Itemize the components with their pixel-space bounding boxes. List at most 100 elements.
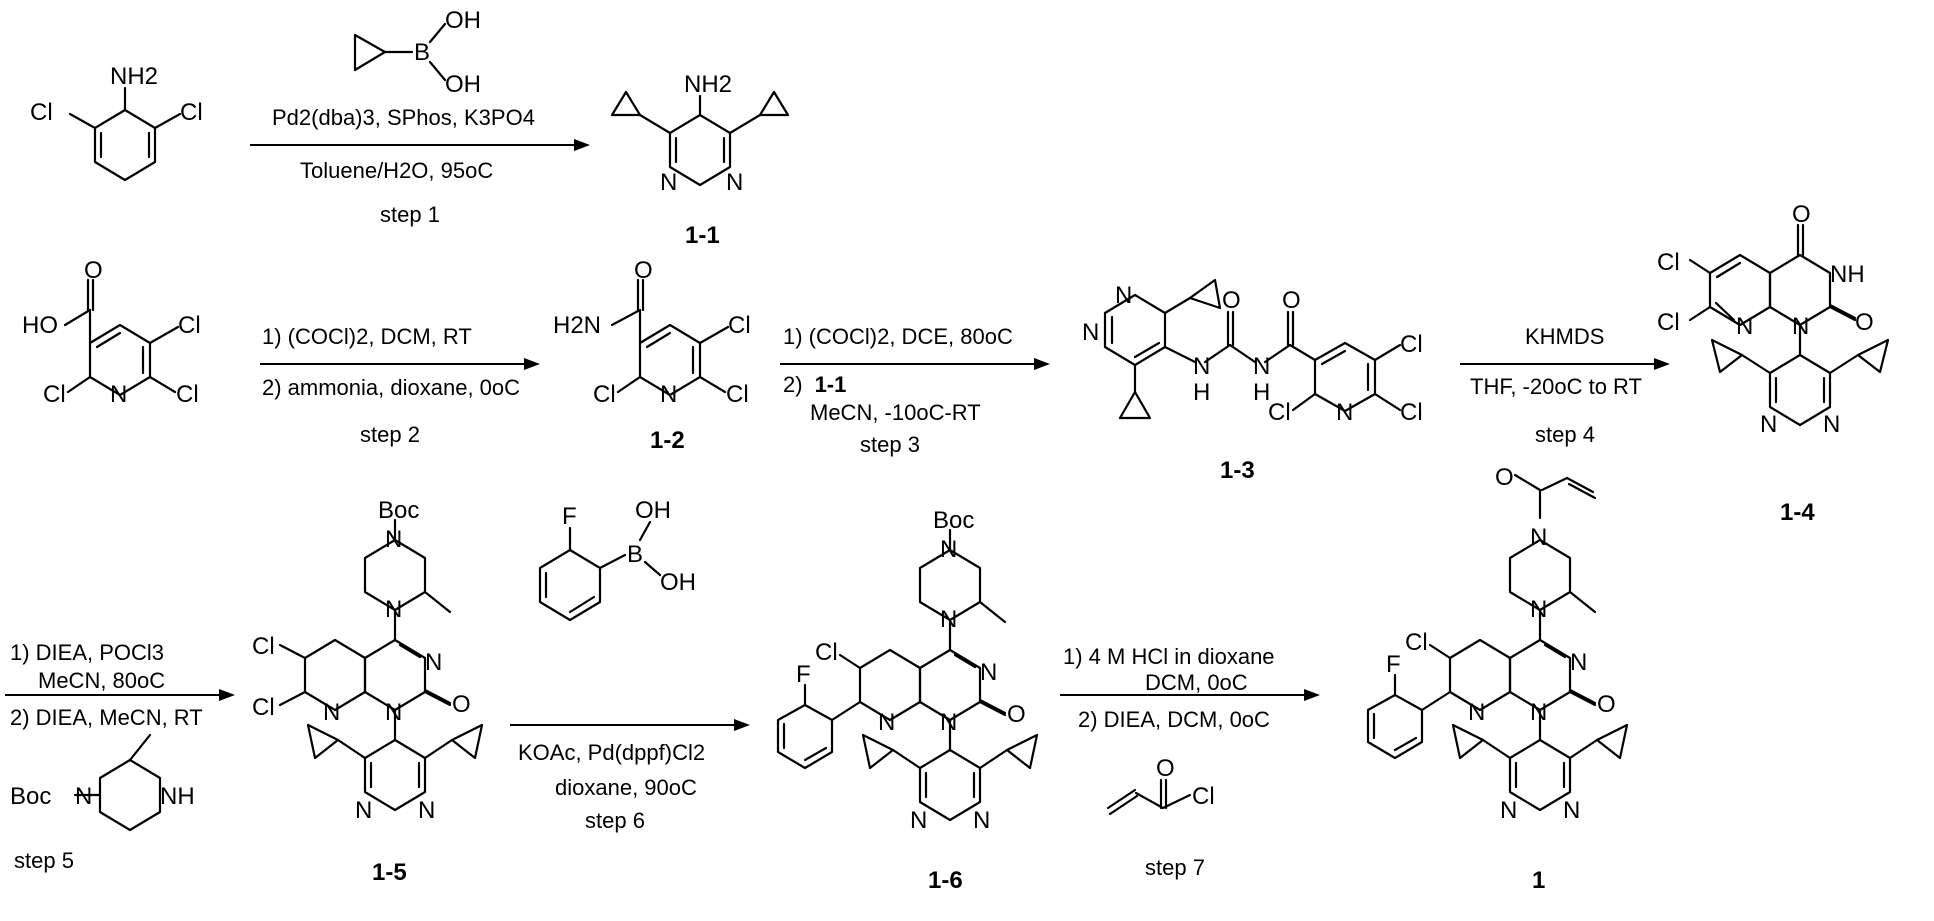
boron-label: B [414,39,430,66]
compound-label-1-6: 1-6 [928,867,963,894]
nitrogen-label: N [910,807,927,834]
hydroxy-label: OH [445,7,481,34]
chloro-label: Cl [726,381,749,408]
fluoro-label: F [1386,651,1401,678]
oxygen-label: O [634,257,653,284]
compound-1-6-structure: Boc N N Cl F N N N O N N [778,507,1037,834]
nitrogen-label: N [1336,399,1353,426]
fluoro-label: F [796,661,811,688]
nitrogen-label: N [355,797,372,824]
nitrogen-label: N [940,536,957,563]
boc-label: Boc [378,497,419,524]
acryloyl-chloride-reagent: O Cl [1108,755,1215,814]
nitrogen-label: N [323,699,340,726]
oxygen-label: O [1007,701,1026,728]
boc-label: Boc [10,783,51,810]
nitrogen-label: N [1530,699,1547,726]
nitrogen-label: N [878,709,895,736]
step4-line2: THF, -20oC to RT [1470,374,1642,399]
nitrogen-label: N [1253,353,1270,380]
boc-label: Boc [933,507,974,534]
cyclopropylboronic-acid: B OH OH [355,7,481,98]
oxygen-label: O [1156,755,1175,782]
boron-label: B [627,541,643,568]
compound-label-1-1: 1-1 [685,222,720,249]
step3-arrow: 1) (COCl)2, DCE, 80oC 2)1-1 MeCN, -10oC-… [780,324,1050,457]
fluoro-label: F [562,503,577,530]
nitrogen-label: N [726,169,743,196]
oxygen-label: O [1855,309,1874,336]
nitrogen-label: N [660,169,677,196]
chloro-label: Cl [1657,309,1680,336]
step5-line3: 2) DIEA, MeCN, RT [10,705,203,730]
step4-arrow: KHMDS THF, -20oC to RT step 4 [1460,324,1670,447]
compound-1-3-structure: N N N H N H O O Cl Cl Cl N [1082,280,1423,426]
hydroxy-label: HO [22,312,58,339]
step6-line2: dioxane, 90oC [555,775,697,800]
step6-line1: KOAc, Pd(dppf)Cl2 [518,740,705,765]
step3-line1: 1) (COCl)2, DCE, 80oC [783,324,1013,349]
chloro-label: Cl [178,312,201,339]
step3-line2: 2)1-1 [783,372,846,397]
chloro-label: Cl [176,381,199,408]
step2-label: step 2 [360,422,420,447]
compound-1-1-structure: NH2 N N [612,71,788,196]
chloro-label: Cl [1400,399,1423,426]
nitrogen-label: N [1193,353,1210,380]
amino-label: H2N [553,312,601,339]
compound-label-1-5: 1-5 [372,859,407,886]
nitrogen-label: N [1563,797,1580,824]
hydrogen-label: H [1193,379,1210,406]
nitrogen-label: N [973,807,990,834]
nitrogen-label: N [1082,319,1099,346]
oxygen-label: O [1792,201,1811,228]
step7-line1: 1) 4 M HCl in dioxane [1063,644,1275,669]
step2-arrow: 1) (COCl)2, DCM, RT 2) ammonia, dioxane,… [260,324,540,447]
hydroxy-label: OH [445,71,481,98]
nitrogen-label: N [425,649,442,676]
nitrogen-label: N [1530,596,1547,623]
nitrogen-label: N [1760,411,1777,438]
chloro-label: Cl [252,633,275,660]
chloro-label: Cl [593,381,616,408]
step5-arrow: 1) DIEA, POCl3 MeCN, 80oC 2) DIEA, MeCN,… [5,640,235,873]
nitrogen-label: N [660,381,677,408]
step7-line2: DCM, 0oC [1145,670,1248,695]
compound-label-1-2: 1-2 [650,427,685,454]
nh-label: NH [1830,261,1865,288]
step7-label: step 7 [1145,855,1205,880]
nitrogen-label: N [385,596,402,623]
step5-line1: 1) DIEA, POCl3 [10,640,164,665]
nitrogen-label: N [940,606,957,633]
chloro-label: Cl [180,99,203,126]
step3-label: step 3 [860,432,920,457]
step7-line3: 2) DIEA, DCM, 0oC [1078,707,1270,732]
step2-line1: 1) (COCl)2, DCM, RT [262,324,472,349]
chloro-label: Cl [252,694,275,721]
chloro-label: Cl [1657,249,1680,276]
chloro-label: Cl [1405,629,1428,656]
nitrogen-label: N [1792,313,1809,340]
starting-material-aminodichloropyrimidine: NH2 Cl Cl [30,63,203,180]
step4-label: step 4 [1535,422,1595,447]
chloro-label: Cl [815,639,838,666]
chloro-label: Cl [1400,331,1423,358]
nitrogen-label: N [1736,313,1753,340]
oxygen-label: O [1222,287,1241,314]
compound-label-1-3: 1-3 [1220,457,1255,484]
hydroxy-label: OH [635,497,671,524]
nitrogen-label: N [1530,524,1547,551]
nitrogen-label: N [940,709,957,736]
chloro-label: Cl [728,312,751,339]
nitrogen-label: N [418,797,435,824]
oxygen-label: O [84,257,103,284]
nitrogen-label: N [1115,282,1132,309]
step3-line3: MeCN, -10oC-RT [810,400,981,425]
step1-label: step 1 [380,202,440,227]
boc-methylpiperazine-reagent: Boc N NH [10,735,195,830]
fluorophenylboronic-acid: F B OH OH [540,497,696,620]
nitrogen-label: N [75,783,92,810]
nitrogen-label: N [385,699,402,726]
nitrogen-label: N [1468,699,1485,726]
chloro-label: Cl [1192,783,1215,810]
